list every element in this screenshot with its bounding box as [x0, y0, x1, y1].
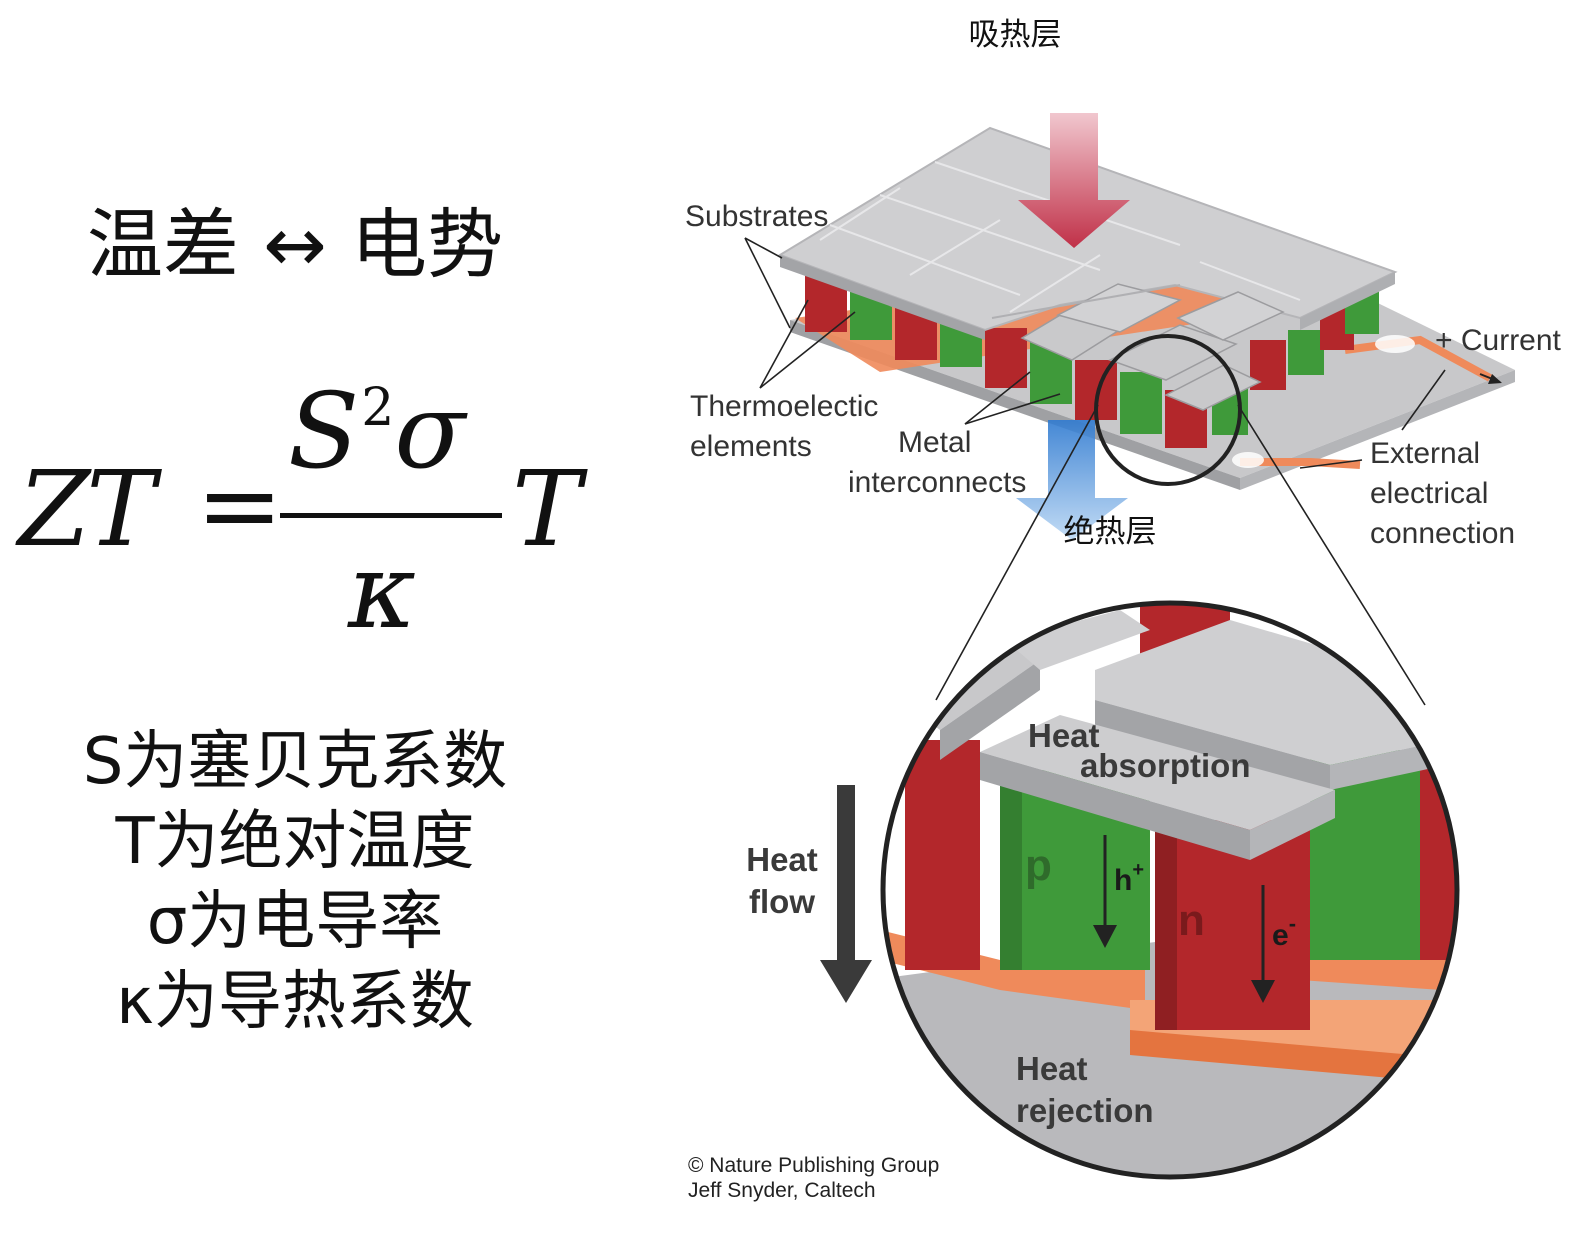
- headline-temperature-potential: 温差 ↔ 电势: [87, 200, 503, 289]
- heat-in-arrow: [1018, 113, 1130, 248]
- symbol-definitions: S为塞贝克系数 T为绝对温度 σ为电导率 κ为导热系数: [0, 722, 590, 1042]
- hole-charge: +: [1132, 859, 1144, 881]
- module-illustration: [777, 113, 1515, 540]
- zt-formula: ZT = S2σ κ T: [18, 370, 618, 660]
- heat-flow-label-line2: flow: [749, 883, 815, 920]
- substrates-label: Substrates: [685, 200, 828, 233]
- formula-seebeck-symbol: S: [288, 370, 360, 492]
- external-label-line1: External: [1370, 437, 1480, 470]
- heat-out-arrow: [1016, 420, 1128, 540]
- fraction-bar: [280, 513, 502, 518]
- n-label: n: [1178, 896, 1205, 945]
- thermoelectric-legs: [805, 270, 1379, 448]
- formula-denominator: κ: [348, 530, 417, 652]
- formula-lhs: ZT: [18, 448, 156, 570]
- formula-numerator: S2σ: [288, 370, 465, 492]
- exposed-interconnects: [1020, 283, 1285, 411]
- insulation-layer-label: 绝热层: [1064, 514, 1157, 549]
- electron-symbol: e: [1272, 919, 1289, 952]
- heat-absorption-label-line1: Heat: [1028, 717, 1100, 754]
- formula-exponent: 2: [361, 378, 395, 438]
- heat-absorption-label-line2: absorption: [1080, 747, 1251, 784]
- current-lead: [1344, 335, 1492, 382]
- hole-label: h+: [1114, 859, 1144, 897]
- label-leader-lines: [744, 237, 1446, 706]
- hole-symbol: h: [1114, 864, 1132, 897]
- electron-charge: -: [1289, 911, 1296, 936]
- heat-rejection-label-line2: rejection: [1016, 1092, 1154, 1129]
- thermoelectric-module-diagram: 吸热层: [685, 17, 1562, 1202]
- heat-flow-label-line1: Heat: [746, 841, 818, 878]
- external-label-line3: connection: [1370, 517, 1515, 550]
- formula-equals: =: [196, 444, 284, 566]
- top-connector: [980, 715, 1335, 830]
- explanation-panel: 温差 ↔ 电势 ZT = S2σ κ T S为塞贝克系数 T为绝对温度 σ为电导…: [0, 0, 660, 1250]
- thermoelectric-label-line1: Thermoelectic: [690, 390, 878, 423]
- heat-flow-arrow: [820, 785, 872, 1003]
- definition-temperature: T为绝对温度: [115, 805, 475, 879]
- metal-label-line2: interconnects: [848, 466, 1026, 499]
- formula-rhs: T: [512, 448, 582, 570]
- electron-label: e-: [1272, 911, 1296, 952]
- definition-thermal-conductivity: κ为导热系数: [116, 965, 474, 1039]
- definition-conductivity: σ为电导率: [146, 885, 444, 959]
- definition-seebeck: S为塞贝克系数: [82, 725, 508, 799]
- n-type-leg: [1155, 820, 1310, 1030]
- metal-label-line1: Metal: [898, 426, 971, 459]
- external-label-line2: electrical: [1370, 477, 1488, 510]
- credit-line2: Jeff Snyder, Caltech: [688, 1179, 876, 1202]
- credit-line1: © Nature Publishing Group: [688, 1154, 939, 1177]
- current-label: + Current: [1435, 324, 1562, 357]
- heat-rejection-label-line1: Heat: [1016, 1050, 1088, 1087]
- formula-sigma-symbol: σ: [394, 370, 466, 492]
- absorber-layer-label: 吸热层: [969, 17, 1062, 52]
- thermoelectric-label-line2: elements: [690, 430, 812, 463]
- p-label: p: [1025, 841, 1052, 890]
- zoom-detail: [880, 600, 1460, 1180]
